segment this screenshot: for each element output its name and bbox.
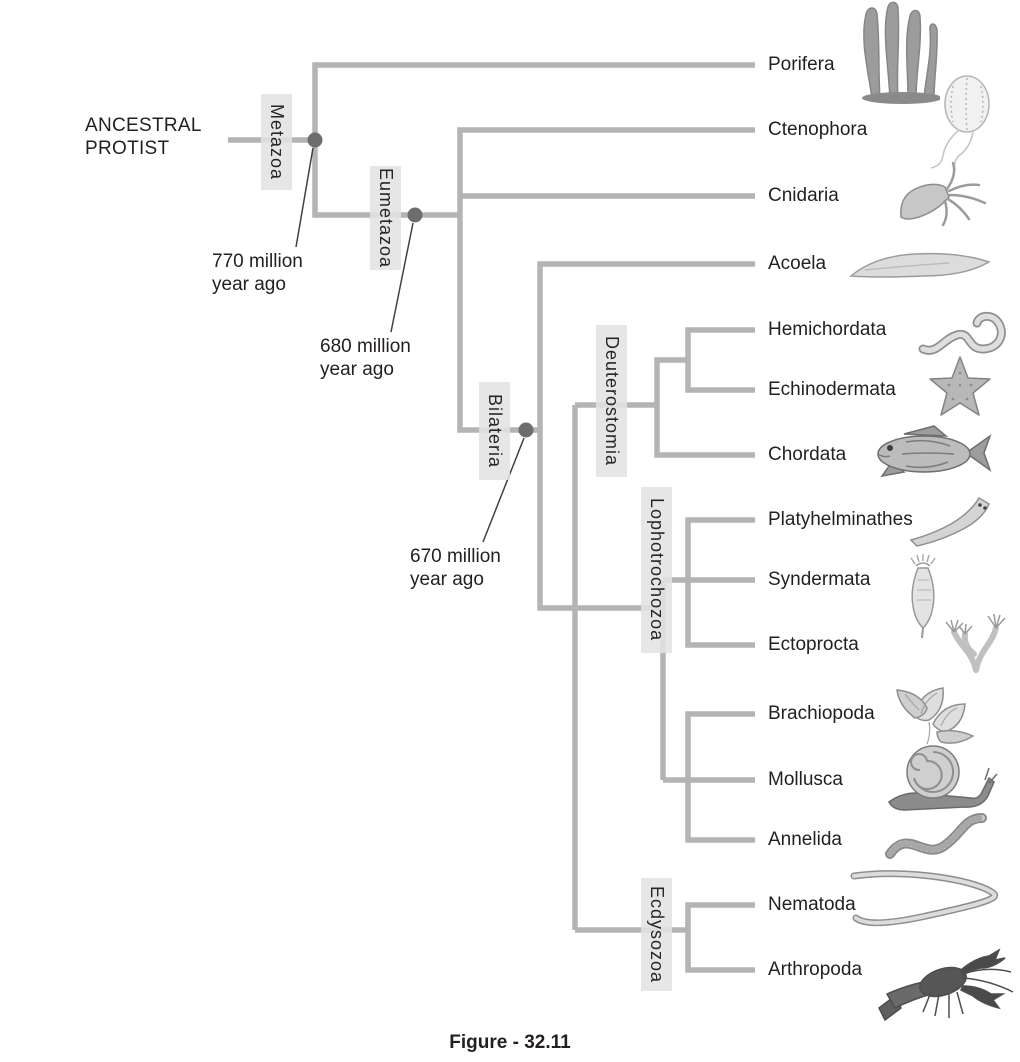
root-label: ANCESTRAL PROTIST bbox=[85, 115, 202, 159]
branch-brachio-annelida-bracket bbox=[685, 711, 755, 843]
figure-caption: Figure - 32.11 bbox=[449, 1032, 571, 1053]
taxon-label-cnidaria: Cnidaria bbox=[768, 185, 839, 206]
clade-label-metazoa: Metazoa bbox=[267, 103, 287, 181]
clade-box-eumetazoa: Eumetazoa bbox=[370, 166, 401, 270]
earthworm-icon bbox=[885, 813, 987, 859]
clade-box-ecdysozoa: Ecdysozoa bbox=[641, 878, 672, 991]
flatworm-icon bbox=[849, 252, 991, 278]
taxon-label-ectoprocta: Ectoprocta bbox=[768, 634, 859, 655]
taxon-label-brachiopoda: Brachiopoda bbox=[768, 703, 875, 724]
clade-label-deuterostomia: Deuterostomia bbox=[602, 335, 622, 467]
taxon-label-arthropoda: Arthropoda bbox=[768, 959, 863, 980]
annotation-770mya: 770 million year ago bbox=[212, 251, 303, 295]
brachiopod-icon bbox=[896, 687, 975, 745]
taxon-label-nematoda: Nematoda bbox=[768, 894, 856, 915]
lobster-icon bbox=[878, 948, 1014, 1022]
sea-star-icon bbox=[929, 356, 991, 416]
clade-label-bilateria: Bilateria bbox=[485, 393, 505, 469]
node-dot-680mya bbox=[407, 207, 423, 223]
annotation-680mya: 680 million year ago bbox=[320, 336, 411, 380]
fish-icon bbox=[877, 425, 992, 478]
planarian-icon bbox=[909, 496, 990, 547]
comb-jelly-icon bbox=[930, 75, 990, 170]
rotifer-icon bbox=[910, 554, 936, 638]
clade-box-lophotrochozoa: Lophotrochozoa bbox=[641, 487, 672, 653]
taxon-label-annelida: Annelida bbox=[768, 829, 842, 850]
taxon-label-mollusca: Mollusca bbox=[768, 769, 843, 790]
taxon-label-chordata: Chordata bbox=[768, 444, 847, 465]
taxon-label-syndermata: Syndermata bbox=[768, 569, 871, 590]
taxon-label-ctenophora: Ctenophora bbox=[768, 119, 868, 140]
bryozoan-icon bbox=[945, 613, 1006, 673]
clade-box-deuterostomia: Deuterostomia bbox=[596, 325, 627, 477]
clade-label-ecdysozoa: Ecdysozoa bbox=[647, 885, 667, 984]
pointer-line-670mya bbox=[482, 437, 525, 543]
node-dot-670mya bbox=[518, 422, 534, 438]
annotation-670mya: 670 million year ago bbox=[410, 546, 501, 590]
taxon-label-platyhelminathes: Platyhelminathes bbox=[768, 509, 913, 530]
branch-chordata-bracket bbox=[654, 357, 755, 458]
sponge-icon bbox=[862, 1, 940, 104]
snail-icon bbox=[888, 745, 998, 811]
acorn-worm-icon bbox=[918, 311, 1006, 355]
clade-box-metazoa: Metazoa bbox=[261, 94, 292, 190]
branch-acoela-protostome bbox=[537, 261, 755, 611]
clade-label-lophotrochozoa: Lophotrochozoa bbox=[647, 498, 667, 642]
clade-box-bilateria: Bilateria bbox=[479, 382, 510, 480]
hydra-icon bbox=[900, 161, 987, 227]
pointer-line-770mya bbox=[295, 147, 314, 248]
taxon-label-echinodermata: Echinodermata bbox=[768, 379, 896, 400]
taxon-label-porifera: Porifera bbox=[768, 54, 835, 75]
node-dot-770mya bbox=[307, 132, 323, 148]
taxon-label-acoela: Acoela bbox=[768, 253, 827, 274]
clade-label-eumetazoa: Eumetazoa bbox=[376, 167, 396, 269]
taxon-label-hemichordata: Hemichordata bbox=[768, 319, 887, 340]
pointer-line-680mya bbox=[390, 222, 414, 333]
roundworm-icon bbox=[850, 870, 999, 927]
branch-hemi-echino-bracket bbox=[685, 327, 755, 393]
branch-nematoda-arthropoda-bracket bbox=[685, 902, 755, 973]
